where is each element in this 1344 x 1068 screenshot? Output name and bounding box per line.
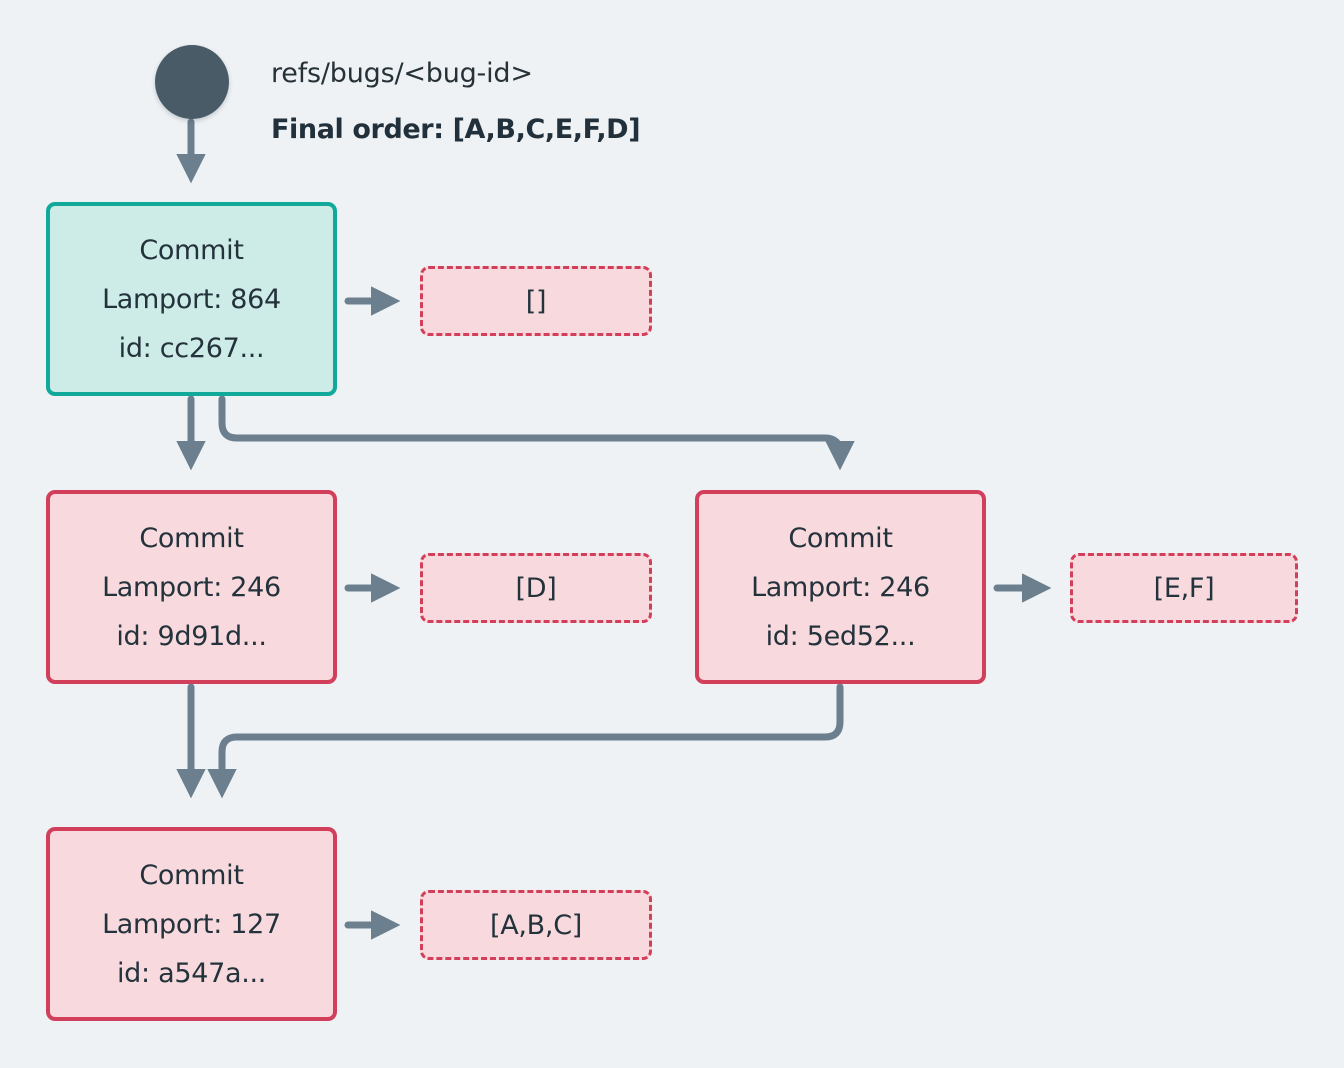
payload-value: [E,F]: [1153, 572, 1215, 604]
commit-lamport: Lamport: 246: [751, 571, 930, 603]
payload-box-9d91d[interactable]: [D]: [420, 553, 652, 623]
payload-box-5ed52[interactable]: [E,F]: [1070, 553, 1298, 623]
branch-ref-label: refs/bugs/<bug-id>: [271, 58, 533, 89]
commit-lamport: Lamport: 864: [102, 283, 281, 315]
final-order-label: Final order: [A,B,C,E,F,D]: [271, 114, 641, 145]
commit-hash: id: 9d91d...: [116, 620, 267, 652]
commit-node-cc267[interactable]: Commit Lamport: 864 id: cc267...: [46, 202, 337, 396]
payload-box-cc267[interactable]: []: [420, 266, 652, 336]
commit-title: Commit: [139, 234, 244, 266]
branch-root-dot: [155, 45, 229, 119]
edge-cc267-to-5ed52: [218, 395, 855, 471]
commit-lamport: Lamport: 246: [102, 571, 281, 603]
commit-hash: id: 5ed52...: [765, 620, 916, 652]
commit-node-9d91d[interactable]: Commit Lamport: 246 id: 9d91d...: [46, 490, 337, 684]
commit-title: Commit: [139, 859, 244, 891]
commit-node-5ed52[interactable]: Commit Lamport: 246 id: 5ed52...: [695, 490, 986, 684]
commit-hash: id: cc267...: [118, 332, 265, 364]
edge-5ed52-to-a547a: [207, 683, 844, 799]
payload-value: [A,B,C]: [490, 909, 582, 941]
payload-value: [D]: [515, 572, 557, 604]
commit-node-a547a[interactable]: Commit Lamport: 127 id: a547a...: [46, 827, 337, 1021]
commit-title: Commit: [139, 522, 244, 554]
commit-lamport: Lamport: 127: [102, 908, 281, 940]
commit-hash: id: a547a...: [116, 957, 267, 989]
payload-value: []: [525, 285, 547, 317]
commit-title: Commit: [788, 522, 893, 554]
payload-box-a547a[interactable]: [A,B,C]: [420, 890, 652, 960]
